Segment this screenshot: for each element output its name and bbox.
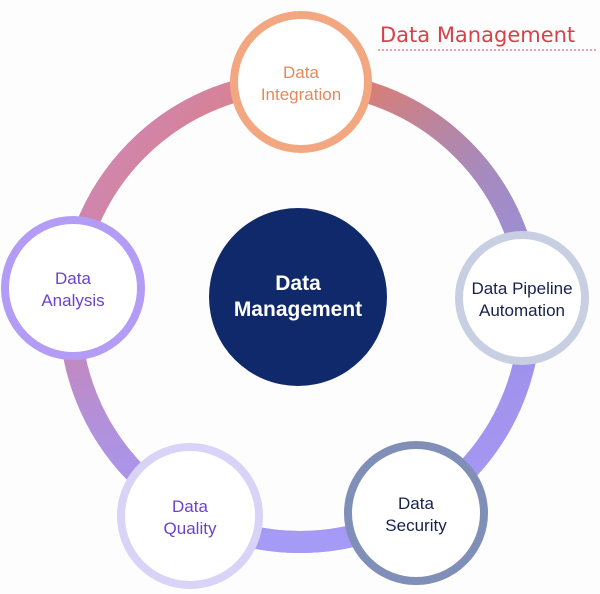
node-label-line2: Security [385,516,447,535]
node-circle [1,216,145,360]
node-label-line2: Integration [261,85,341,104]
center-label-line1: Data [275,272,321,295]
node-circle [230,11,372,153]
node-label-line2: Analysis [41,291,104,310]
center-node: Data Management [209,208,387,386]
node-label-line2: Automation [479,301,565,320]
node-label-line1: Data Pipeline [471,279,572,298]
node-circle [455,231,589,365]
title-annotation: Data Management [378,23,598,51]
node-circle [117,443,263,589]
node-label-line2: Quality [164,519,217,538]
node-label-line1: Data [55,269,91,288]
node-label-line1: Data [172,497,208,516]
diagram-title: Data Management [380,23,575,47]
node-label-line1: Data [283,63,319,82]
node-circle [344,441,488,585]
node-label-line1: Data [398,494,434,513]
center-label-line2: Management [234,298,362,321]
